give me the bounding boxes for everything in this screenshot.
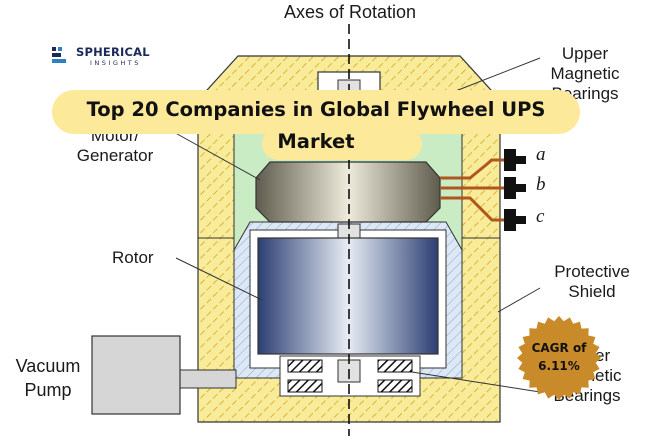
rotor <box>257 237 439 355</box>
lower-magnet-4 <box>377 379 413 393</box>
protective-shield-label: Protective Shield <box>536 262 648 302</box>
terminal-c <box>504 209 516 231</box>
leader-upper-bearings <box>447 57 541 95</box>
terminal-a-pin <box>516 156 526 164</box>
banner-title: Top 20 Companies in Global Flywheel UPS … <box>86 98 546 153</box>
phase-c-label: c <box>536 206 545 227</box>
title-banner: Top 20 Companies in Global Flywheel UPS … <box>52 90 580 160</box>
wire-a <box>440 158 506 180</box>
leader-rotor <box>175 257 263 301</box>
motor-generator <box>255 161 441 223</box>
terminal-a <box>504 149 516 171</box>
vacuum-pump-body <box>91 335 181 415</box>
terminal-c-pin <box>516 216 526 224</box>
logo-sub: INSIGHTS <box>90 59 141 67</box>
leader-lower-bearings <box>411 371 541 393</box>
badge-text: CAGR of 6.11% <box>531 341 587 373</box>
protective-shield-line1: Protective <box>554 262 630 281</box>
lower-magnet-1 <box>287 359 323 373</box>
vacuum-pump-line1: Vacuum <box>15 356 81 376</box>
leader-shield <box>497 287 541 313</box>
phase-b-label: b <box>536 174 546 195</box>
logo-name: SPHERICAL <box>76 45 150 59</box>
vacuum-pump-line2: Pump <box>24 380 72 400</box>
motor-generator-line2: Generator <box>76 146 154 165</box>
logo-mark-icon <box>52 47 66 63</box>
upper-bearings-line2: Magnetic <box>550 64 620 83</box>
spherical-insights-logo: SPHERICAL INSIGHTS <box>50 44 160 70</box>
leader-motor <box>169 129 261 181</box>
protective-shield-line2: Shield <box>568 282 616 301</box>
vacuum-pump-pipe <box>177 369 237 389</box>
rotor-label: Rotor <box>112 248 154 267</box>
badge-seal-icon <box>517 316 601 400</box>
wire-c <box>440 196 506 222</box>
terminal-b-pin <box>516 184 526 192</box>
lower-magnet-2 <box>377 359 413 373</box>
terminal-b <box>504 177 516 199</box>
upper-bearings-line1: Upper <box>561 44 609 63</box>
lower-magnet-3 <box>287 379 323 393</box>
banner-background <box>52 90 580 134</box>
axis-label: Axes of Rotation <box>283 2 417 22</box>
phase-a-label: a <box>536 144 546 165</box>
banner-background-lower <box>262 128 422 160</box>
vacuum-pump-label: Vacuum Pump <box>0 354 96 402</box>
cagr-badge: CAGR of 6.11% <box>516 315 602 401</box>
